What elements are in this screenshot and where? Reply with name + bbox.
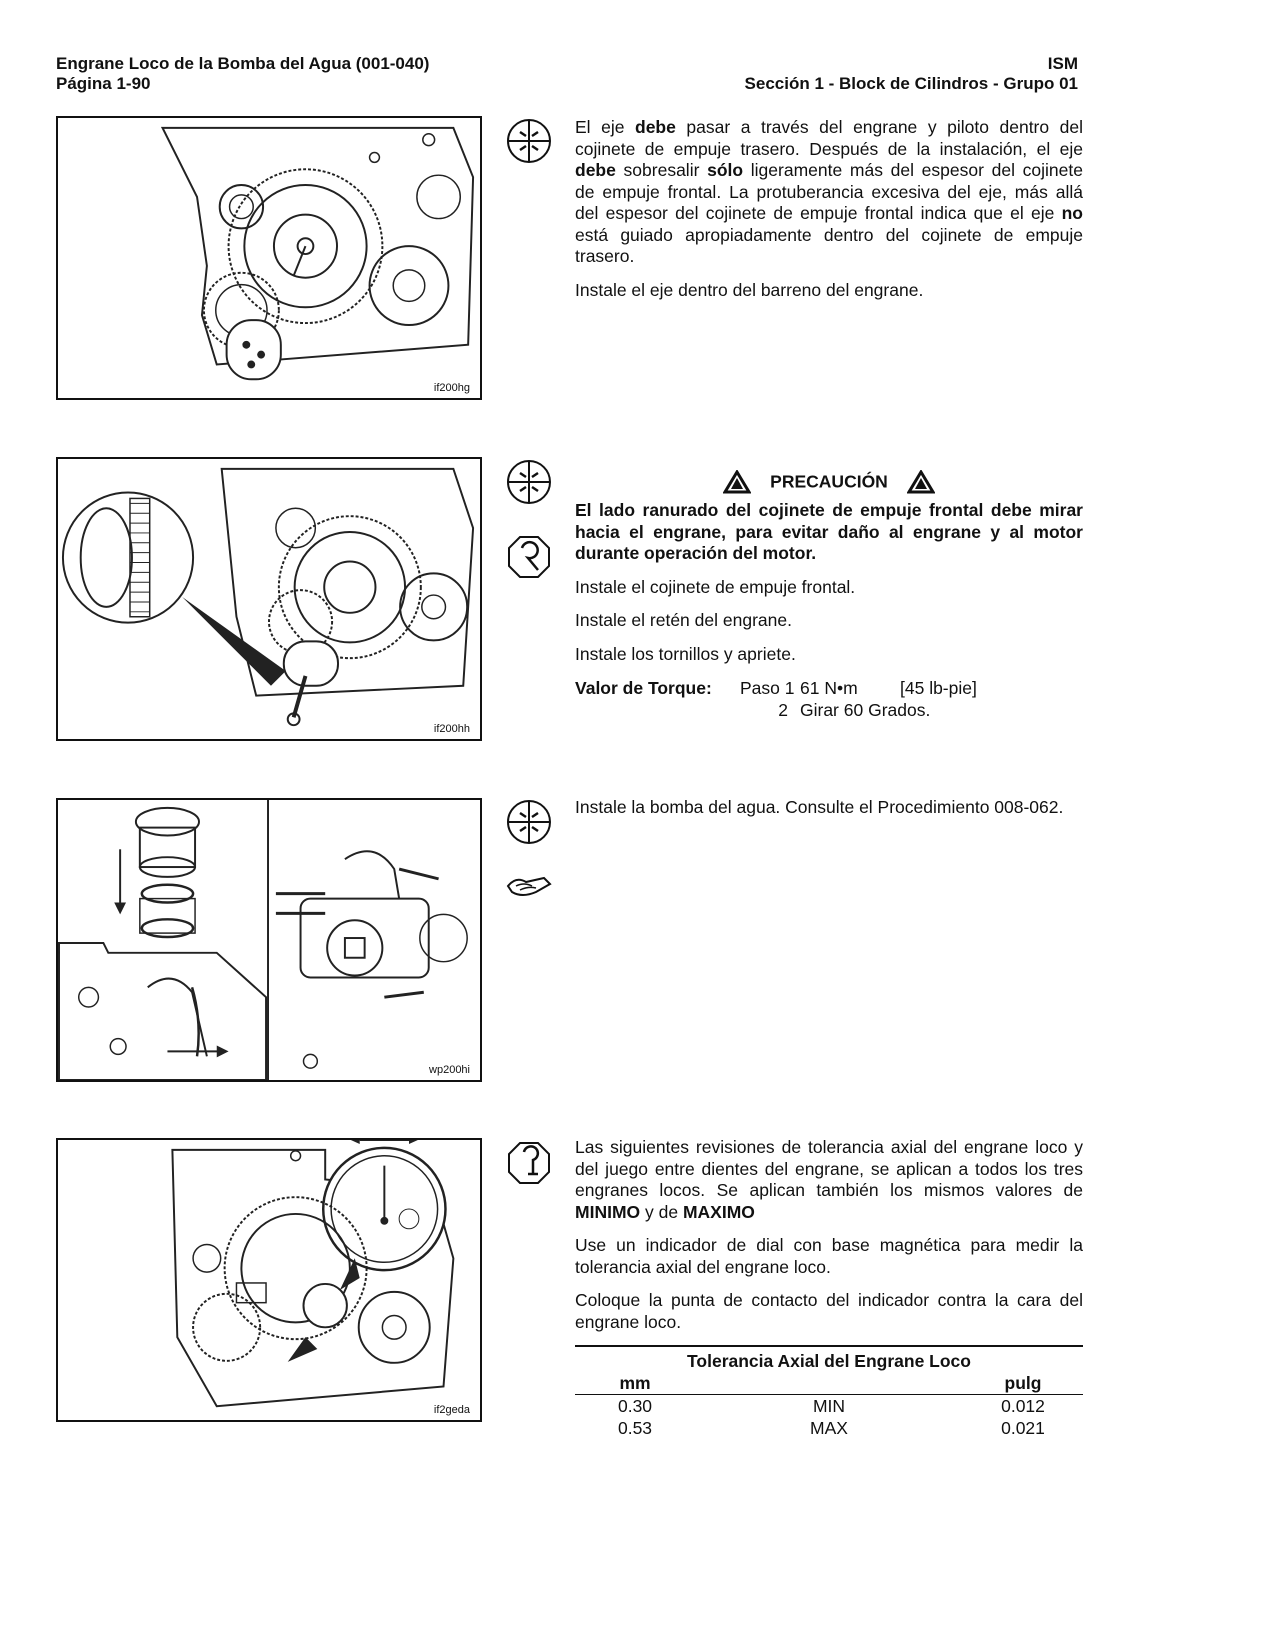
- water-pump-instruction: Instale la bomba del agua. Consulte el P…: [575, 797, 1064, 817]
- step4-text: Las siguientes revisiones de tolerancia …: [575, 1137, 1083, 1439]
- emphasis-text: debe: [575, 160, 616, 180]
- dial-indicator-instruction: Use un indicador de dial con base magnét…: [575, 1235, 1083, 1277]
- body-text: ligeramente más del espesor del cojinete…: [575, 160, 1083, 223]
- assembly-icon: [506, 799, 552, 845]
- emphasis-text: no: [1061, 203, 1083, 223]
- torque-spec: Valor de Torque: Paso 1 61 N•m [45 lb-pi…: [575, 677, 1083, 721]
- install-gear-retainer: Instale el retén del engrane.: [575, 610, 792, 630]
- emphasis-text: debe: [635, 117, 676, 137]
- column-header-in: pulg: [963, 1372, 1083, 1395]
- torque-step2-value: Girar 60 Grados.: [800, 700, 931, 720]
- caution-text: El lado ranurado del cojinete de empuje …: [575, 500, 1083, 563]
- figure-label: if2geda: [431, 1404, 472, 1416]
- emphasis-text: MAXIMO: [682, 1201, 755, 1222]
- sealant-icon: [506, 870, 552, 900]
- emphasis-text: sólo: [707, 160, 744, 180]
- section-name: Sección 1 - Block de Cilindros - Grupo 0…: [744, 74, 1078, 93]
- body-text: Las siguientes revisiones de tolerancia …: [575, 1137, 1083, 1200]
- assembly-icon: [506, 118, 552, 164]
- install-capscrews: Instale los tornillos y apriete.: [575, 643, 796, 664]
- torque-step2-label: 2: [778, 700, 788, 720]
- body-text: pasar a través del engrane y piloto dent…: [575, 117, 1084, 159]
- header-right: ISM Sección 1 - Block de Cilindros - Gru…: [745, 54, 1078, 94]
- table-row: 0.53 MAX 0.021: [617, 1418, 1045, 1438]
- end-clearance-table: Tolerancia Axial del Engrane Loco mm pul…: [575, 1345, 1083, 1439]
- table-row: 0.30 MIN 0.012: [617, 1396, 1045, 1416]
- body-text: está guiado apropiadamente dentro del co…: [575, 224, 1083, 267]
- measure-icon: [506, 1140, 552, 1186]
- body-text: sobresalir: [615, 160, 708, 180]
- engine-gear-illustration: [160, 126, 475, 381]
- figure-label: if200hg: [431, 382, 472, 394]
- figure-thrust-bearing: if200hh: [56, 457, 482, 741]
- document-title: Engrane Loco de la Bomba del Agua (001-0…: [56, 54, 430, 73]
- table-caption: Tolerancia Axial del Engrane Loco: [575, 1345, 1083, 1372]
- contact-point-instruction: Coloque la punta de contacto del indicad…: [575, 1290, 1083, 1332]
- figure-dial-indicator: if2geda: [56, 1138, 482, 1422]
- product-name: ISM: [1047, 54, 1078, 73]
- warning-triangle-icon: [723, 470, 752, 494]
- thrust-bearing-illustration: [61, 467, 475, 727]
- assembly-icon: [506, 459, 552, 505]
- torque-step1-label: Paso 1: [740, 678, 795, 698]
- torque-step1-alt: [45 lb-pie]: [900, 678, 977, 698]
- figure-water-pump: wp200hi: [56, 798, 482, 1082]
- caution-title: PRECAUCIÓN: [770, 471, 888, 492]
- install-front-bearing: Instale el cojinete de empuje frontal.: [575, 576, 856, 597]
- page-number: Página 1-90: [56, 74, 151, 93]
- figure-gear-shaft: if200hg: [56, 116, 482, 400]
- column-header-mm: mm: [575, 1372, 695, 1395]
- torque-label: Valor de Torque:: [575, 678, 712, 698]
- header-left: Engrane Loco de la Bomba del Agua (001-0…: [56, 54, 429, 94]
- torque-wrench-icon: [506, 534, 552, 580]
- shaft-bore-instruction: Instale el eje dentro del barreno del en…: [575, 279, 924, 300]
- torque-step1-value: 61 N•m: [800, 678, 858, 698]
- warning-triangle-icon: [906, 470, 935, 494]
- body-text: El eje: [575, 117, 635, 137]
- caution-heading: PRECAUCIÓN: [575, 470, 1083, 494]
- figure-label: wp200hi: [427, 1064, 472, 1076]
- emphasis-text: MINIMO: [575, 1201, 641, 1222]
- step2-text: PRECAUCIÓN El lado ranurado del cojinete…: [575, 470, 1083, 721]
- dial-indicator-illustration: [171, 1140, 455, 1408]
- figure-label: if200hh: [431, 723, 472, 735]
- water-pump-illustration: [58, 800, 468, 1080]
- body-text: y de: [640, 1201, 683, 1222]
- step3-text: Instale la bomba del agua. Consulte el P…: [575, 797, 1083, 831]
- shaft-install-paragraph: El eje debe pasar a través del engrane y…: [575, 117, 1083, 268]
- tolerance-intro-paragraph: Las siguientes revisiones de tolerancia …: [575, 1137, 1083, 1223]
- step1-text: El eje debe pasar a través del engrane y…: [575, 117, 1083, 313]
